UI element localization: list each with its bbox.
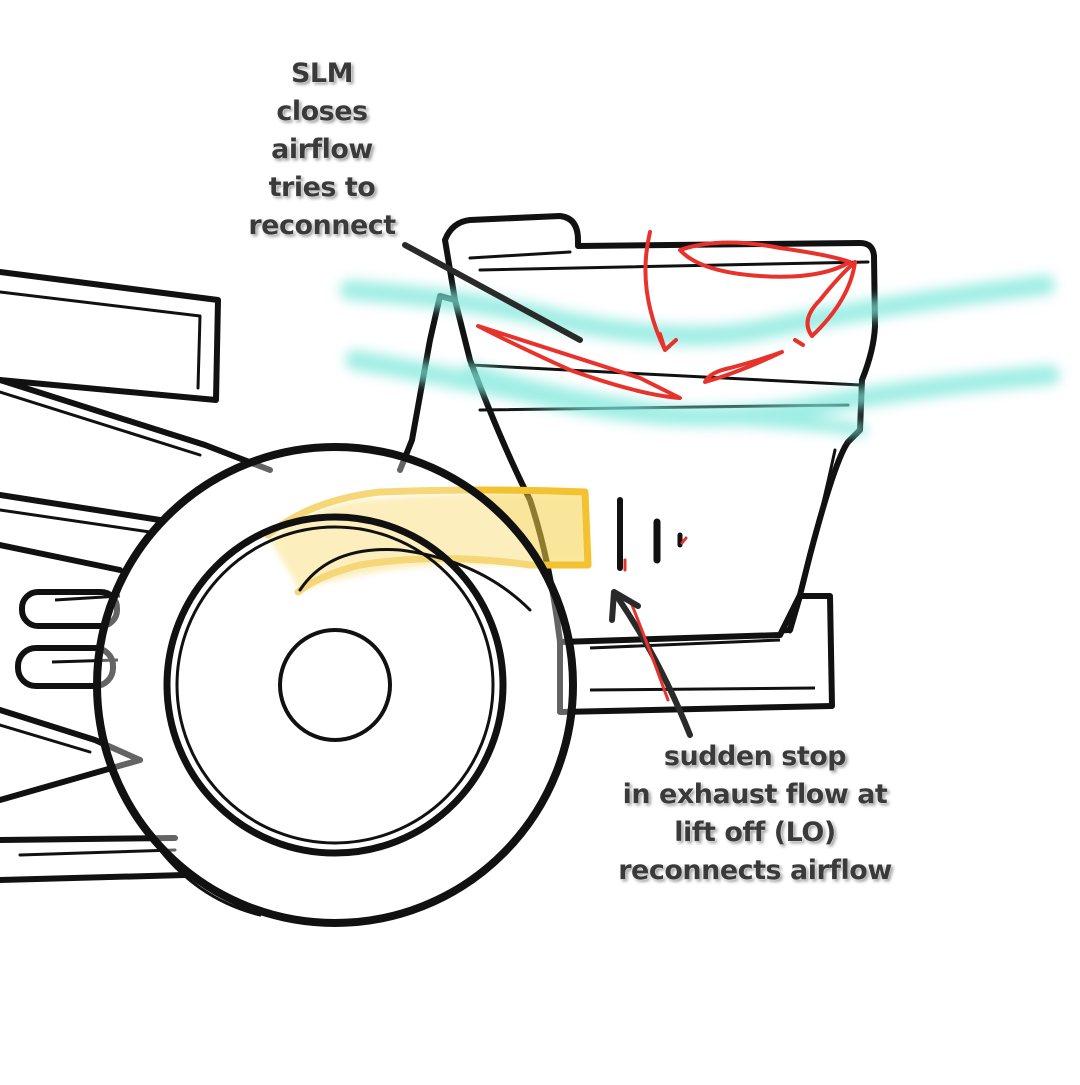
- lift-off-annotation: sudden stop in exhaust flow at lift off …: [600, 738, 910, 890]
- vortex-marks: [476, 230, 857, 400]
- slm-annotation-line: SLM: [290, 58, 354, 89]
- airflow-streams: [340, 275, 1060, 437]
- annotation-pointers: [402, 242, 693, 738]
- lift-off-arrow-head: [609, 589, 641, 623]
- slm-pointer-line: [402, 242, 583, 343]
- lift-off-annotation-line: lift off (LO): [674, 817, 836, 848]
- slm-annotation-line: airflow: [271, 134, 373, 165]
- slm-annotation-line: reconnect: [248, 210, 396, 241]
- lift-off-annotation-line: reconnects airflow: [618, 855, 892, 886]
- lift-off-pointer-line: [615, 595, 693, 738]
- slm-annotation: SLM closes airflow tries to reconnect: [222, 55, 422, 245]
- rear-wheel: [93, 443, 577, 927]
- lift-off-annotation-line: sudden stop: [663, 741, 847, 772]
- lift-off-annotation-line: in exhaust flow at: [622, 779, 888, 810]
- slm-annotation-line: tries to: [268, 172, 376, 203]
- slm-annotation-line: closes: [276, 96, 368, 127]
- lift-off-pointer-accent: [628, 598, 670, 702]
- suspension: [15, 589, 121, 689]
- exhaust-stop-marks: [617, 497, 688, 572]
